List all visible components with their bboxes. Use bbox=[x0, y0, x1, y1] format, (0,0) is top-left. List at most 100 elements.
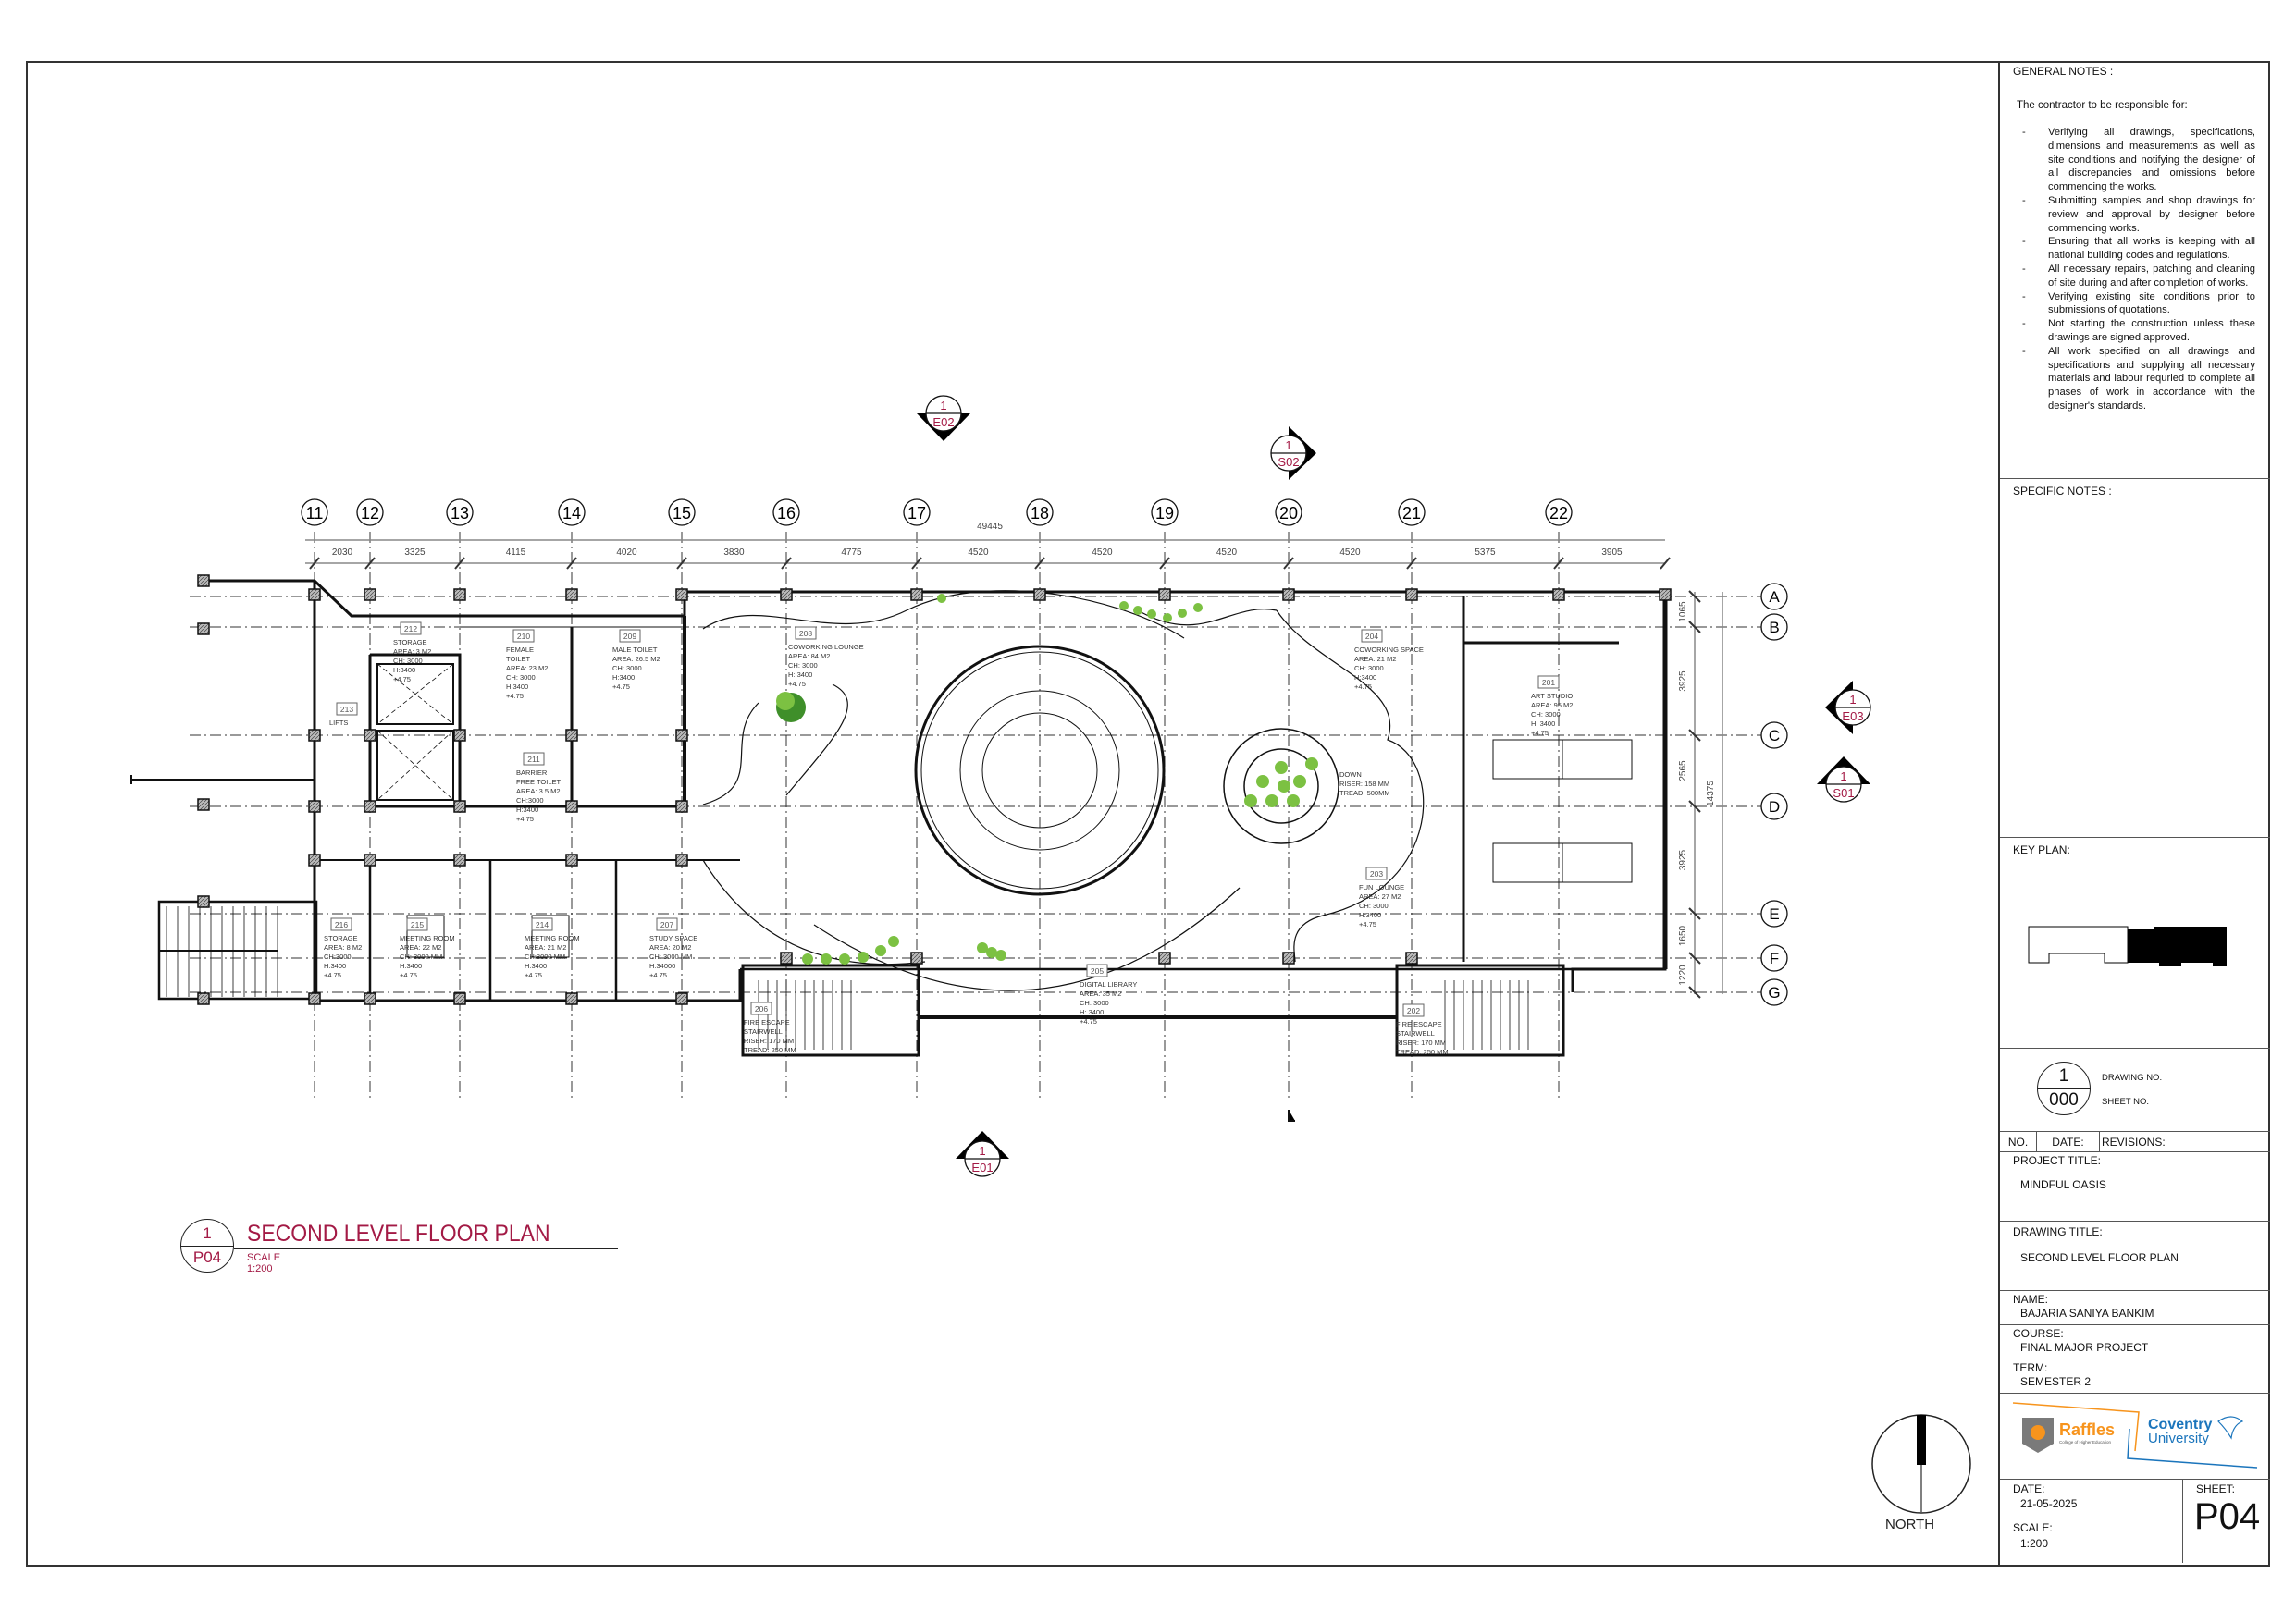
planters bbox=[776, 594, 1318, 965]
grid-bubble-22: 22 bbox=[1545, 498, 1573, 526]
structural-columns bbox=[197, 574, 1672, 1005]
section-cut-line bbox=[130, 775, 315, 784]
plan-scale: SCALE 1:200 bbox=[247, 1252, 281, 1274]
svg-text:TOILET: TOILET bbox=[506, 655, 531, 663]
svg-text:ART STUDIO: ART STUDIO bbox=[1531, 692, 1573, 700]
note-item: All work specified on all drawings and s… bbox=[2013, 345, 2255, 413]
svg-text:H:3400: H:3400 bbox=[324, 962, 346, 970]
svg-text:2565: 2565 bbox=[1678, 760, 1688, 781]
svg-text:H:3400: H:3400 bbox=[1359, 911, 1381, 919]
grid-bubble-14: 14 bbox=[558, 498, 586, 526]
grid-bubble-A: A bbox=[1760, 583, 1788, 610]
north-arrow-icon bbox=[1871, 1414, 1971, 1514]
project-title: MINDFUL OASIS bbox=[2020, 1178, 2106, 1191]
svg-text:H: 3400: H: 3400 bbox=[1531, 719, 1555, 728]
svg-text:AREA: 21 M2: AREA: 21 M2 bbox=[525, 943, 566, 952]
svg-text:CH: 3000 MM: CH: 3000 MM bbox=[649, 953, 692, 961]
svg-text:BARRIER: BARRIER bbox=[516, 768, 548, 777]
note-item: Submitting samples and shop drawings for… bbox=[2013, 194, 2255, 235]
term: SEMESTER 2 bbox=[2020, 1375, 2092, 1388]
grid-bubble-20: 20 bbox=[1275, 498, 1302, 526]
svg-text:F: F bbox=[1770, 950, 1779, 967]
svg-text:STORAGE: STORAGE bbox=[393, 638, 427, 646]
section-cut-end bbox=[1288, 1110, 1295, 1122]
svg-text:+4.75: +4.75 bbox=[1531, 729, 1549, 737]
svg-text:LIFTS: LIFTS bbox=[329, 719, 348, 727]
grid-bubble-18: 18 bbox=[1026, 498, 1054, 526]
svg-text:H:3400: H:3400 bbox=[400, 962, 422, 970]
svg-text:201: 201 bbox=[1542, 678, 1555, 687]
svg-text:AREA: 26.5 M2: AREA: 26.5 M2 bbox=[612, 655, 660, 663]
svg-text:AREA: 95 M2: AREA: 95 M2 bbox=[1531, 701, 1573, 709]
svg-text:203: 203 bbox=[1370, 869, 1383, 879]
svg-text:FUN LOUNGE: FUN LOUNGE bbox=[1359, 883, 1404, 891]
svg-text:TREAD: 500MM: TREAD: 500MM bbox=[1339, 789, 1390, 797]
logos: Raffles College of Higher Education Cove… bbox=[2000, 1394, 2270, 1480]
svg-text:11: 11 bbox=[306, 504, 324, 523]
grid-bubble-15: 15 bbox=[668, 498, 696, 526]
grid-bubble-11: 11 bbox=[301, 498, 328, 526]
svg-text:MALE TOILET: MALE TOILET bbox=[612, 646, 658, 654]
svg-text:209: 209 bbox=[623, 632, 636, 641]
scale-value: 1:200 bbox=[2020, 1537, 2049, 1550]
svg-text:+4.75: +4.75 bbox=[506, 692, 524, 700]
date-section: DATE: 21-05-2025 bbox=[2000, 1480, 2183, 1518]
svg-text:STORAGE: STORAGE bbox=[324, 934, 358, 942]
svg-text:3925: 3925 bbox=[1678, 849, 1688, 870]
grid-bubble-B: B bbox=[1760, 613, 1788, 641]
svg-text:13: 13 bbox=[451, 504, 469, 523]
svg-text:H:3400: H:3400 bbox=[525, 962, 547, 970]
svg-text:5375: 5375 bbox=[1475, 547, 1496, 558]
note-item: Verifying all drawings, specifications, … bbox=[2013, 126, 2255, 194]
title-block: GENERAL NOTES : The contractor to be res… bbox=[1998, 61, 2270, 1567]
svg-text:3905: 3905 bbox=[1601, 547, 1623, 558]
svg-text:E01: E01 bbox=[971, 1161, 993, 1174]
svg-text:1: 1 bbox=[1285, 438, 1291, 452]
svg-text:AREA: 23 M2: AREA: 23 M2 bbox=[506, 664, 548, 672]
sheet-section: SHEET: P04 bbox=[2194, 1482, 2261, 1537]
date-value: 21-05-2025 bbox=[2020, 1497, 2078, 1510]
svg-text:E02: E02 bbox=[932, 415, 954, 429]
svg-text:D: D bbox=[1769, 798, 1780, 816]
svg-text:21: 21 bbox=[1402, 504, 1421, 523]
svg-text:AREA: 8 M2: AREA: 8 M2 bbox=[324, 943, 362, 952]
note-item: Verifying existing site conditions prior… bbox=[2013, 290, 2255, 318]
svg-text:16: 16 bbox=[777, 504, 796, 523]
svg-text:DOWN: DOWN bbox=[1339, 770, 1362, 779]
svg-text:CH: 3000: CH: 3000 bbox=[1080, 999, 1109, 1007]
svg-text:H:3400: H:3400 bbox=[516, 805, 538, 814]
drawing-title-section: DRAWING TITLE: SECOND LEVEL FLOOR PLAN bbox=[2000, 1222, 2270, 1291]
svg-text:211: 211 bbox=[527, 755, 540, 764]
grid-bubble-19: 19 bbox=[1151, 498, 1179, 526]
drawing-number: 1 000 DRAWING NO. SHEET NO. bbox=[2000, 1049, 2270, 1132]
svg-text:208: 208 bbox=[799, 629, 812, 638]
scale-section: SCALE: 1:200 bbox=[2000, 1518, 2183, 1563]
overall-depth: 14375 bbox=[1706, 781, 1716, 806]
svg-text:RISER: 158 MM: RISER: 158 MM bbox=[1339, 780, 1389, 788]
svg-text:4520: 4520 bbox=[1339, 547, 1361, 558]
svg-text:CH:3000: CH:3000 bbox=[516, 796, 544, 805]
svg-text:+4.75: +4.75 bbox=[324, 971, 341, 979]
svg-text:Coventry: Coventry bbox=[2148, 1417, 2212, 1432]
svg-text:205: 205 bbox=[1091, 966, 1104, 976]
svg-text:University: University bbox=[2148, 1431, 2209, 1446]
svg-text:22: 22 bbox=[1549, 504, 1568, 523]
svg-text:+4.75: +4.75 bbox=[612, 682, 630, 691]
svg-text:COWORKING SPACE: COWORKING SPACE bbox=[1354, 646, 1424, 654]
